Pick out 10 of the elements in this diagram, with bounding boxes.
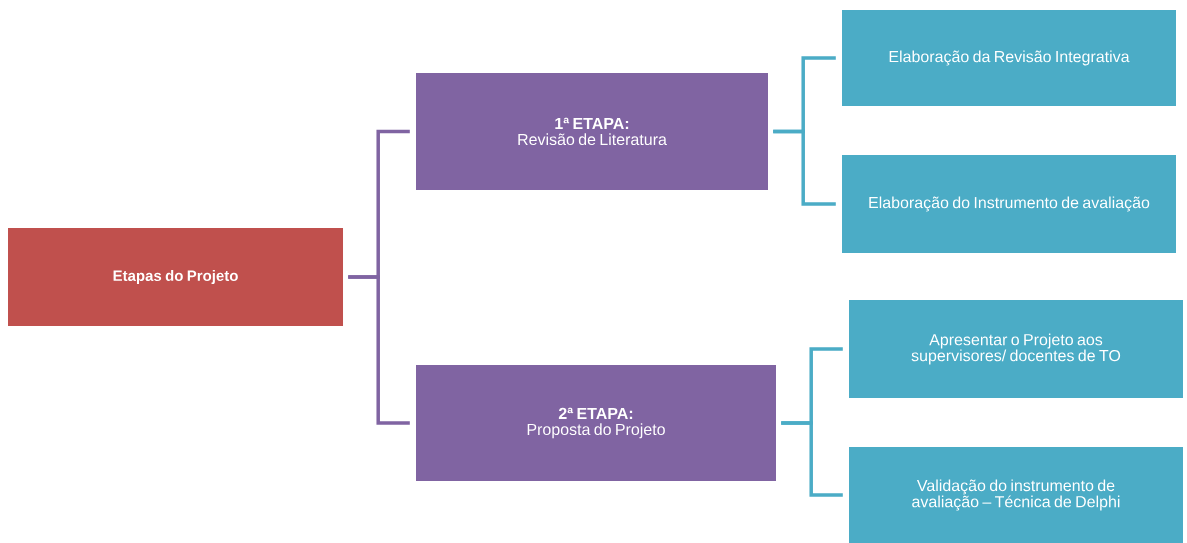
connector [348, 275, 410, 425]
connector [781, 421, 843, 497]
task-box: Apresentar o Projeto aos supervisores/ docentes de TO [849, 300, 1183, 398]
task-box: Elaboração do Instrumento de avaliação [842, 155, 1176, 253]
stage-box: 2ª ETAPA: Proposta do Projeto [416, 365, 776, 481]
connector [773, 129, 836, 206]
task-box: Validação do instrumento de avaliação – Técnica de Delphi [849, 447, 1183, 543]
root-box: Etapas do Projeto [8, 228, 343, 326]
stage-box: 1ª ETAPA: Revisão de Literatura [416, 73, 768, 190]
task-box: Elaboração da Revisão Integrativa [842, 10, 1176, 106]
